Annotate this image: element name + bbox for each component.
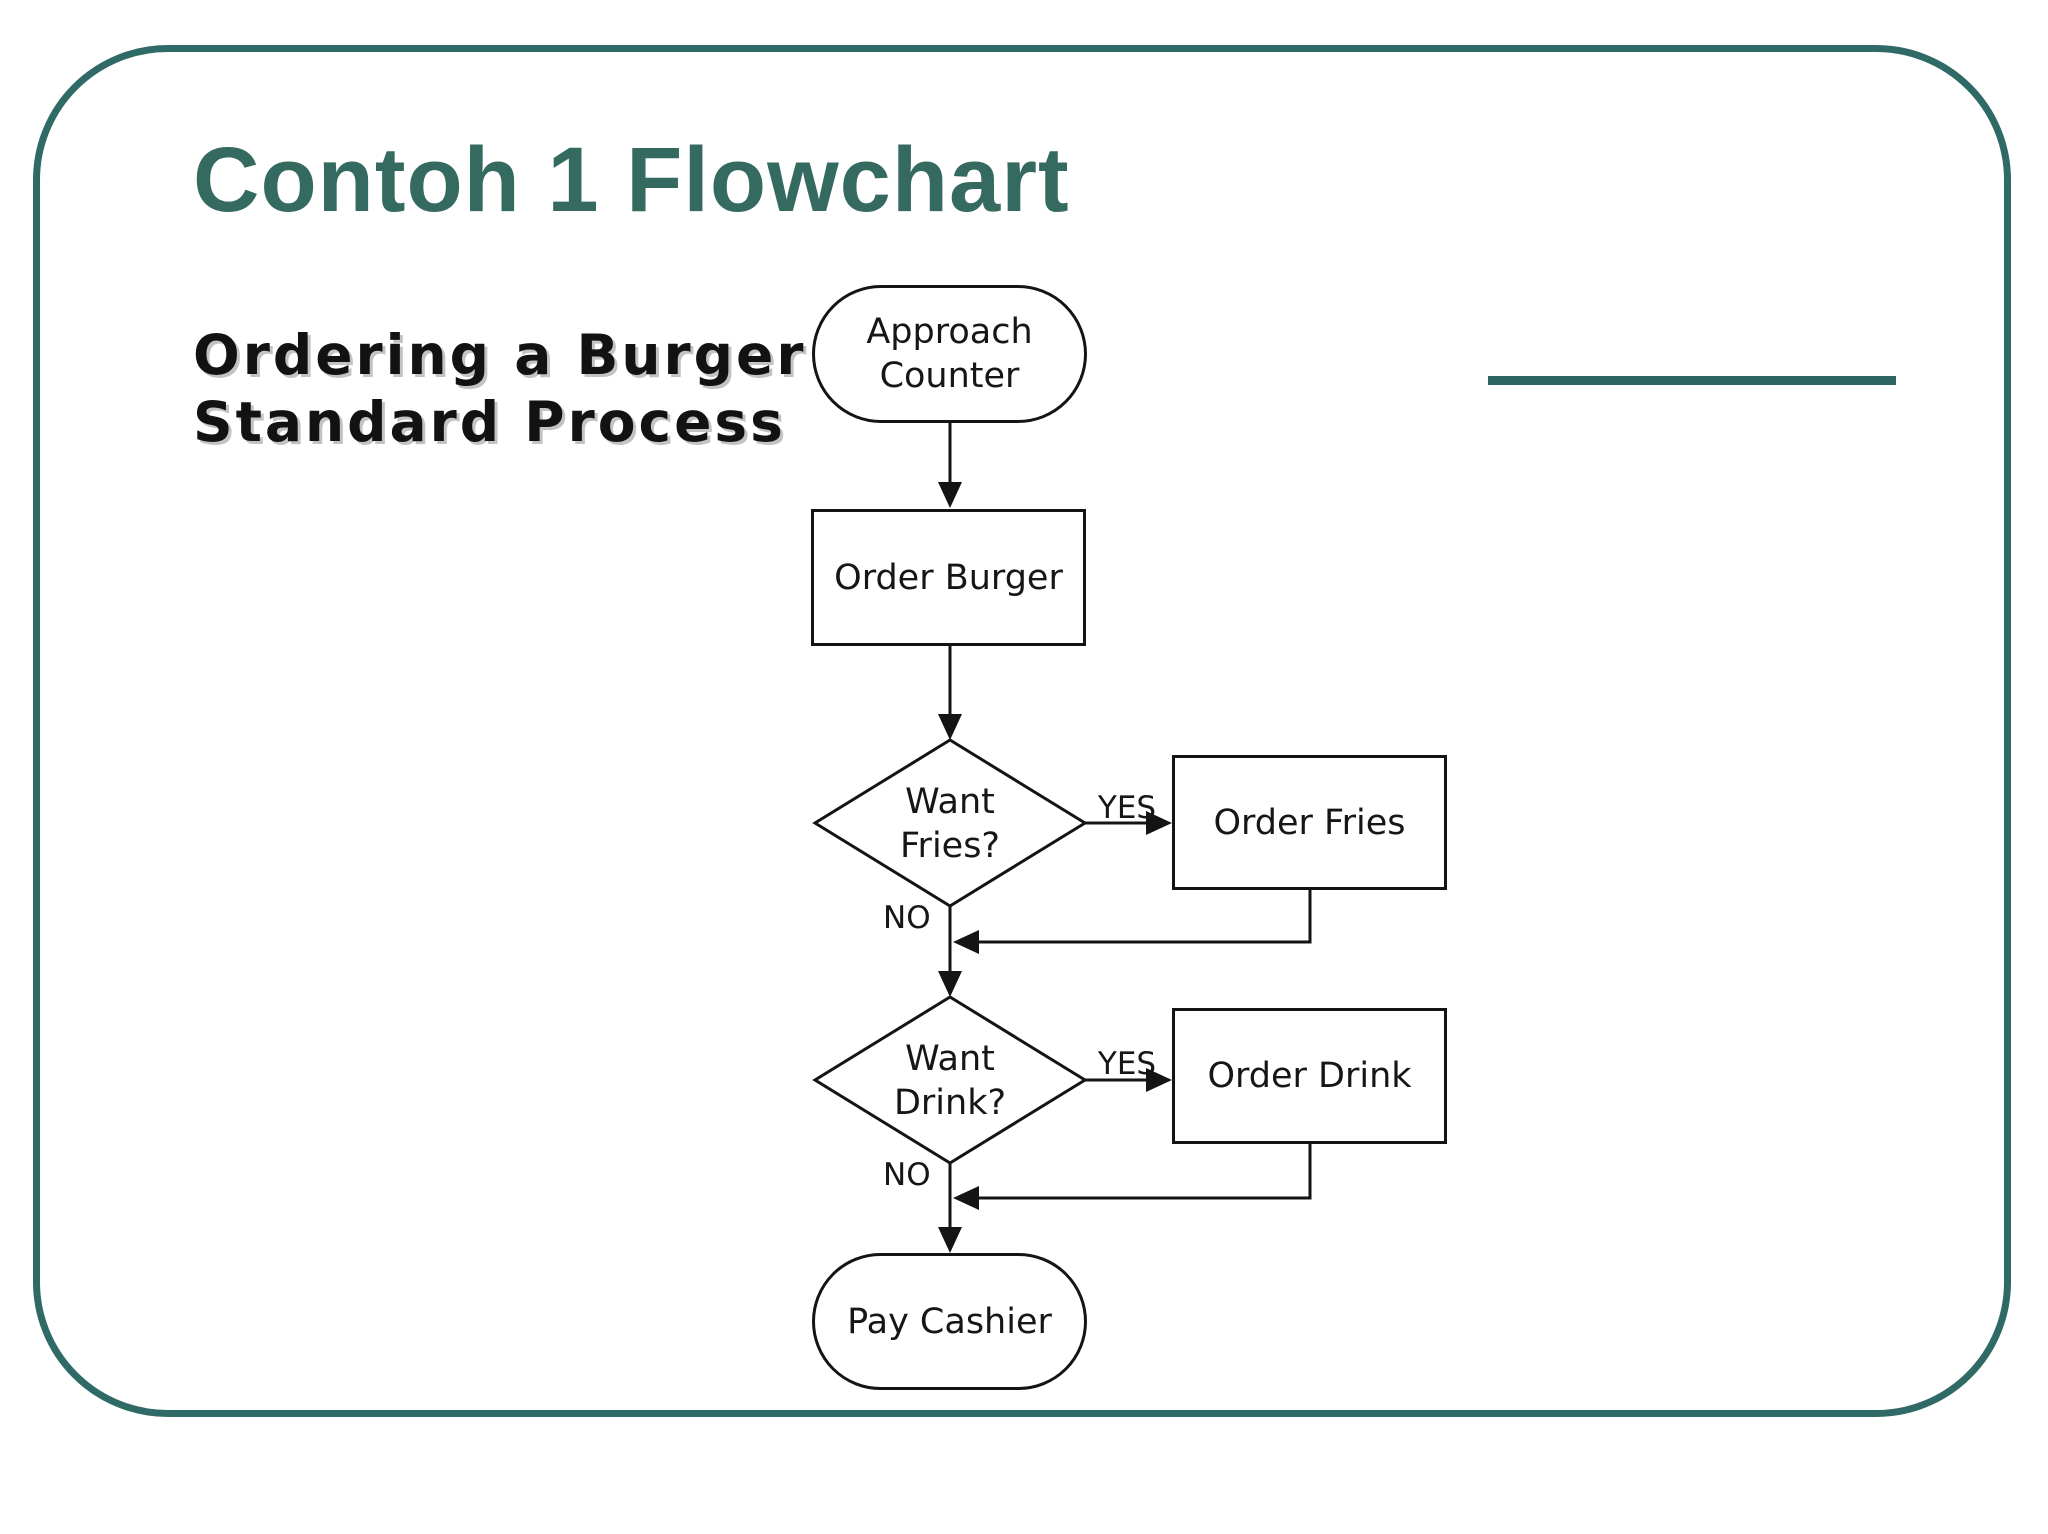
edge-label-drink-no: NO — [883, 1157, 931, 1193]
edge-drink-return — [966, 1144, 1312, 1200]
node-order-drink: Order Drink — [1172, 1008, 1447, 1144]
arrowhead-fries-yes — [1146, 811, 1172, 835]
arrowhead-fries-no — [938, 971, 962, 997]
edge-label-fries-no: NO — [883, 900, 931, 936]
node-approach-counter-line2: Counter — [879, 356, 1020, 396]
node-want-drink: Want Drink? — [850, 1035, 1050, 1127]
node-order-burger: Order Burger — [811, 509, 1086, 646]
node-order-fries-label: Order Fries — [1213, 802, 1406, 843]
node-want-drink-line1: Want — [905, 1039, 995, 1079]
arrowhead-drink-yes — [1146, 1068, 1172, 1092]
diagram-caption-line1: Ordering a Burger — [193, 323, 807, 387]
edge-label-fries-yes: YES — [1097, 790, 1157, 826]
arrowhead-start-burger — [938, 482, 962, 508]
arrowhead-fries-return — [953, 930, 979, 954]
node-approach-counter: Approach Counter — [812, 285, 1087, 423]
accent-line — [1488, 376, 1896, 385]
diagram-caption: Ordering a Burger Standard Process — [193, 322, 806, 456]
node-want-fries-line2: Fries? — [899, 826, 1001, 866]
slide-border — [33, 45, 2011, 1417]
node-want-fries-line1: Want — [905, 782, 995, 822]
node-order-burger-label: Order Burger — [834, 557, 1063, 598]
diagram-caption-line2: Standard Process — [193, 390, 786, 454]
node-want-fries: Want Fries? — [850, 778, 1050, 870]
node-pay-cashier-label: Pay Cashier — [847, 1301, 1052, 1342]
node-want-drink-line2: Drink? — [893, 1083, 1007, 1123]
arrowhead-drink-no — [938, 1227, 962, 1253]
edge-fries-return — [966, 890, 1312, 944]
arrowhead-burger-fries — [938, 714, 962, 740]
node-pay-cashier: Pay Cashier — [812, 1253, 1087, 1390]
arrowhead-drink-return — [953, 1186, 979, 1210]
edge-label-drink-yes: YES — [1097, 1046, 1157, 1082]
node-order-drink-label: Order Drink — [1207, 1056, 1412, 1096]
node-approach-counter-line1: Approach — [866, 312, 1033, 352]
page-title: Contoh 1 Flowchart — [193, 129, 1070, 231]
node-order-fries: Order Fries — [1172, 755, 1447, 890]
